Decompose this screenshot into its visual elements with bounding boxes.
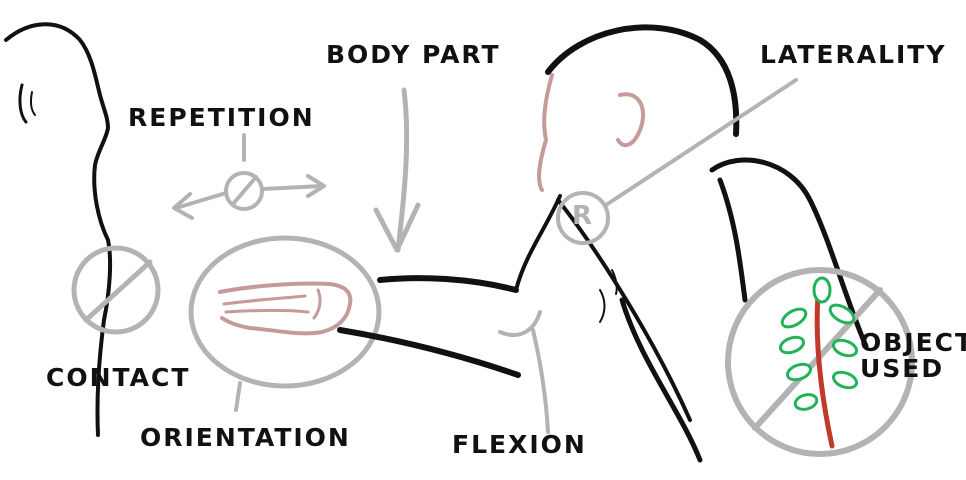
orientation-circle xyxy=(191,238,379,410)
repetition-symbol xyxy=(174,135,324,218)
label-laterality: LATERALITY xyxy=(760,42,946,68)
label-object-used-line2: USED xyxy=(860,356,966,382)
face-outline xyxy=(539,75,643,190)
laterality-marker-text: R xyxy=(572,203,592,230)
hand-icon xyxy=(220,283,350,333)
label-orientation: ORIENTATION xyxy=(140,425,351,451)
plant-icon xyxy=(778,278,858,446)
label-contact: CONTACT xyxy=(46,365,190,391)
label-repetition: REPETITION xyxy=(128,105,315,131)
body-part-arrow xyxy=(376,90,418,250)
label-body-part: BODY PART xyxy=(326,42,501,68)
contact-symbol xyxy=(74,248,158,332)
label-object-used-line1: OBJECT xyxy=(860,330,966,356)
label-object-used: OBJECT USED xyxy=(860,330,966,383)
label-flexion: FLEXION xyxy=(452,432,587,458)
